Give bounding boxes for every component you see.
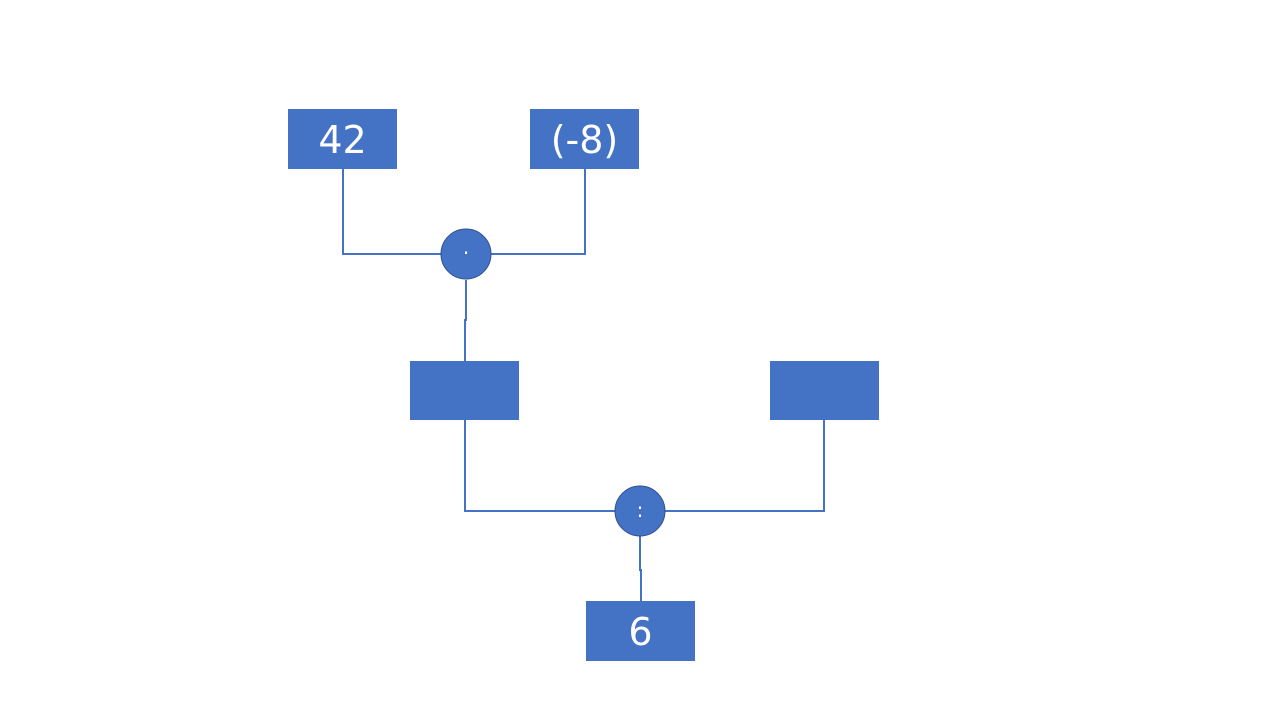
middle-left-box [410, 361, 519, 420]
multiply-operator: · [440, 228, 492, 280]
result-box-value: 6 [628, 610, 652, 654]
connector-42-to-multiply [342, 168, 441, 255]
result-box: 6 [586, 601, 695, 661]
multiply-operator-symbol: · [463, 241, 469, 265]
connector-middle-right-to-divide [665, 419, 825, 512]
connector-multiply-to-middle-left [464, 280, 467, 361]
top-left-box-value: 42 [318, 118, 366, 162]
top-right-box: (-8) [530, 109, 639, 169]
top-left-box: 42 [288, 109, 397, 169]
middle-right-box [770, 361, 879, 420]
divide-operator: : [614, 485, 666, 537]
connector-middle-left-to-divide [464, 419, 615, 512]
connector-divide-to-result [639, 536, 642, 601]
divide-operator-symbol: : [637, 498, 644, 522]
top-right-box-value: (-8) [551, 118, 619, 162]
connector-neg8-to-multiply [491, 168, 586, 255]
